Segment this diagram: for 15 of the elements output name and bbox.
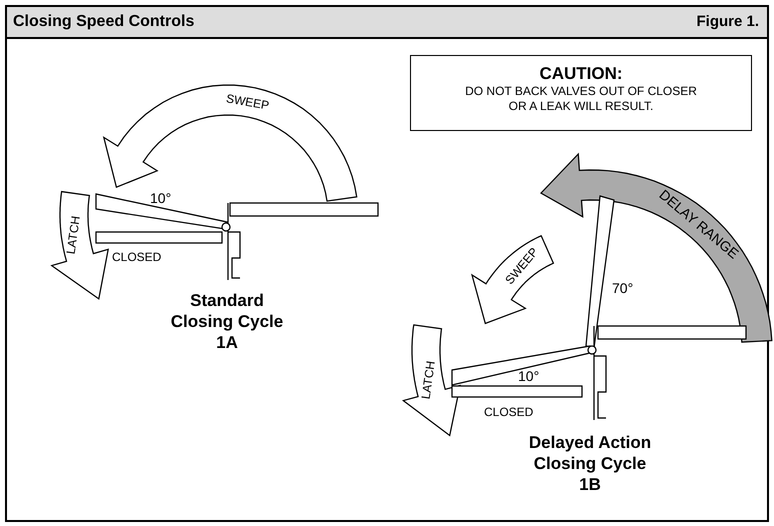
angle-label: 70° [612,280,634,296]
angle-label: 10° [150,190,172,206]
angle-label: 10° [518,368,540,384]
figure-caption: Standard Closing Cycle 1A [170,290,284,353]
caution-text: DO NOT BACK VALVES OUT OF CLOSER OR A LEAK WILL RESULT. [464,84,698,114]
caution-box [410,55,752,131]
caution-heading: CAUTION: [538,64,624,84]
arrow-label: SWEEP [225,91,270,113]
figure-number: Figure 1. [696,13,759,30]
arrow-label: LATCH [64,214,83,256]
title: Closing Speed Controls [13,13,194,31]
position-label: CLOSED [112,250,162,264]
figure-caption: Delayed Action Closing Cycle 1B [528,432,652,495]
arrow-label: LATCH [418,360,438,400]
position-label: CLOSED [484,405,534,419]
